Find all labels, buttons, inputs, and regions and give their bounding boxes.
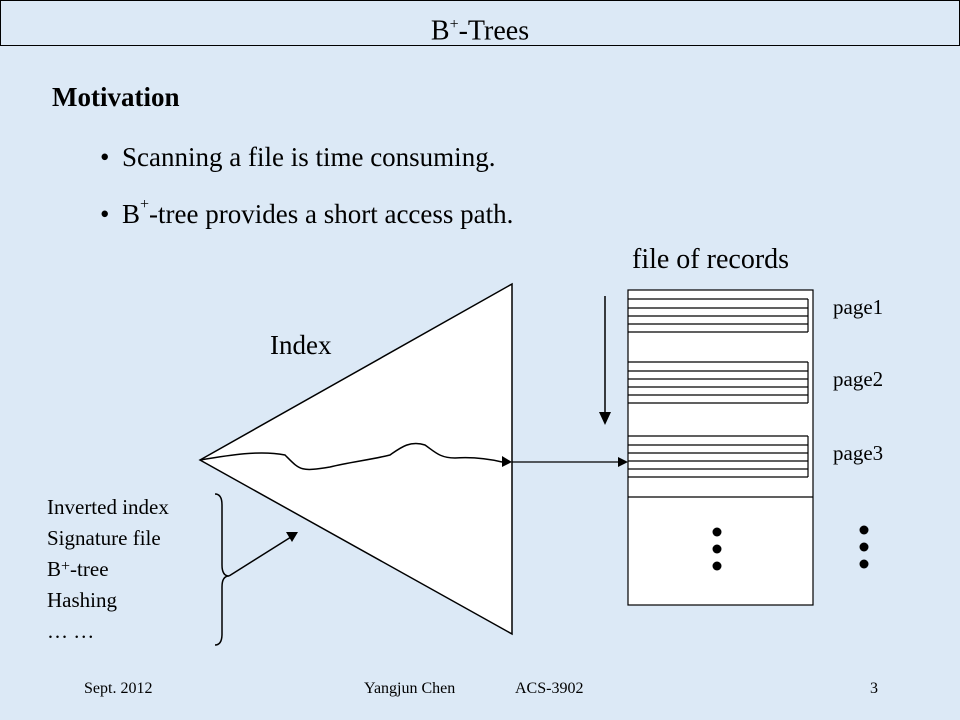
slide-title: B+-Trees (0, 0, 960, 46)
motivation-heading: Motivation (52, 82, 180, 112)
list-item: Signature file (47, 526, 161, 550)
title-rest: -Trees (458, 15, 530, 47)
page1-label: page1 (833, 295, 884, 319)
list-item: … … (47, 619, 95, 643)
page1-records (628, 298, 809, 333)
title-sup: + (449, 16, 459, 33)
brace-arrowhead (286, 532, 298, 542)
pointer-arrowhead (618, 457, 628, 467)
bullet-1-text: Scanning a file is time consuming. (122, 142, 496, 172)
file-of-records-label: file of records (632, 244, 790, 275)
list-item: Inverted index (47, 495, 169, 519)
bullet-2-sup: + (140, 196, 150, 213)
list-item: B+-tree (47, 557, 109, 581)
bullet-dot: • (100, 142, 110, 172)
access-path-arrowhead (502, 456, 512, 467)
page2-records (628, 361, 809, 404)
access-path-curve (199, 442, 503, 471)
bullet-2-pre: B (122, 199, 141, 229)
scan-arrowhead (599, 412, 611, 425)
footer-page-number: 3 (870, 680, 878, 697)
page-ellipsis-dots (859, 525, 869, 569)
brace-arrow-line (228, 536, 292, 577)
index-triangle (198, 282, 513, 636)
page3-records (628, 435, 809, 478)
index-label: Index (270, 330, 332, 360)
bullet-2-post: -tree provides a short access path. (149, 199, 514, 229)
footer-date: Sept. 2012 (84, 680, 153, 697)
list-brace (214, 493, 230, 646)
footer-course: ACS-3902 (515, 680, 584, 697)
bullet-scanning: • Scanning a file is time consuming. (100, 142, 495, 173)
bullet-btree: • B+-tree provides a short access path. (100, 196, 514, 230)
footer-author: Yangjun Chen (364, 680, 456, 697)
page3-label: page3 (833, 441, 884, 465)
page2-label: page2 (833, 367, 884, 391)
index-types-list: Inverted index Signature file B+-tree Ha… (47, 492, 169, 647)
list-item: Hashing (47, 588, 117, 612)
file-records-box (627, 289, 814, 606)
title-main: B (430, 15, 450, 47)
bullet-dot: • (100, 199, 110, 229)
file-ellipsis-dots (712, 527, 722, 571)
